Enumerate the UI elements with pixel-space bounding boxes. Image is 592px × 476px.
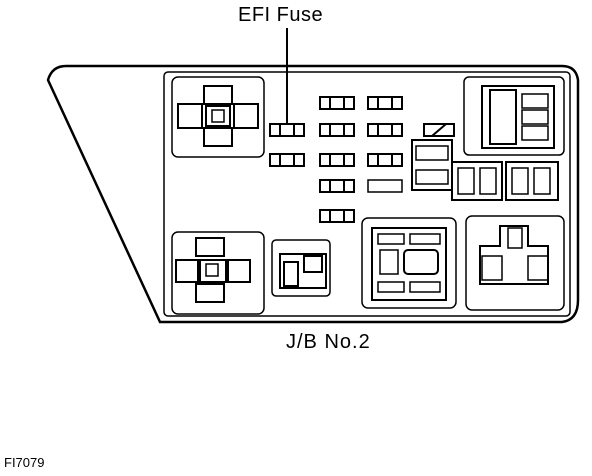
relay-top-right: [463, 76, 565, 156]
efi-fuse-label: EFI Fuse: [238, 4, 324, 26]
jb-outer-housing: [46, 64, 580, 324]
junction-block-label: J/B No.2: [286, 331, 371, 353]
maxi-fuse-block: [411, 139, 453, 191]
relay-block-bottom-left: [171, 231, 265, 315]
efi-fuse: [269, 123, 305, 137]
relay-small-bottom: [271, 239, 331, 297]
fuse-grid: [269, 96, 455, 223]
cartridge-fuses: [451, 161, 559, 201]
relay-right-bottom: [465, 215, 565, 311]
relay-block-top-left: [171, 76, 265, 158]
relay-center-bottom: [361, 217, 457, 309]
jb-inner-frame: [163, 71, 571, 317]
figure-id-label: FI7079: [4, 455, 45, 470]
